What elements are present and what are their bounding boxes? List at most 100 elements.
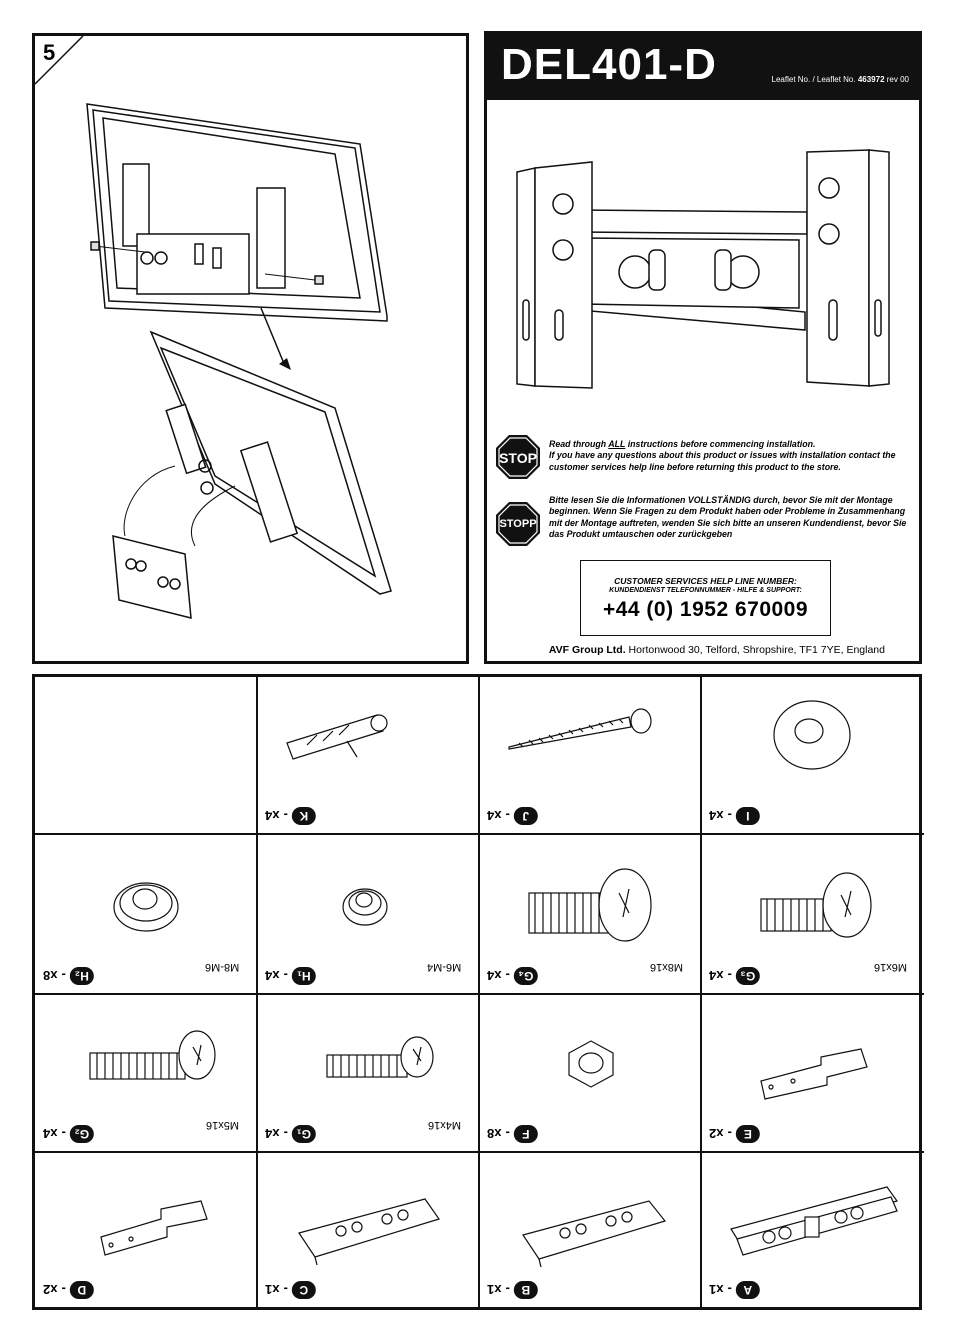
part-cell-g3: G₃-x4 M6x16	[701, 835, 924, 995]
part-letter-badge: H₂	[69, 967, 94, 985]
part-g2-drawing	[89, 1030, 216, 1080]
warning-en-all: ALL	[608, 439, 626, 449]
part-letter-badge: D	[69, 1281, 94, 1299]
warning-en-text-1: Read through	[549, 439, 609, 449]
part-spec: M8x16	[650, 961, 684, 973]
part-label: G₁-x4	[265, 1125, 316, 1143]
warning-en-text-3: If you have any questions about this pro…	[549, 450, 896, 472]
part-dash: -	[505, 808, 510, 824]
part-label: G₄-x4	[487, 967, 538, 985]
part-label: B-x1	[487, 1281, 538, 1299]
part-g3-drawing	[760, 872, 872, 938]
part-label: G₃-x4	[709, 967, 760, 985]
title-header: DEL401-D Leaflet No. / Leaflet No. 46397…	[487, 34, 919, 100]
helpline-box: CUSTOMER SERVICES HELP LINE NUMBER: KUND…	[580, 560, 831, 636]
company-address: AVF Group Ltd. Hortonwood 30, Telford, S…	[487, 644, 885, 656]
part-i-drawing	[773, 700, 851, 770]
part-cell-j: J-x4	[479, 677, 702, 835]
part-quantity: x1	[487, 1282, 502, 1298]
part-f-drawing	[568, 1040, 614, 1088]
part-letter-badge: I	[735, 807, 760, 825]
part-a-drawing	[730, 1186, 898, 1256]
stop-sign-label: STOP	[499, 450, 537, 466]
part-quantity: x4	[265, 808, 280, 824]
step-5-panel: 5	[32, 33, 469, 664]
part-cell-i: I-x4	[701, 677, 924, 835]
part-dash: -	[727, 808, 732, 824]
part-e-drawing	[760, 1048, 868, 1100]
part-label: H₁-x4	[265, 967, 316, 985]
helpline-title-en: CUSTOMER SERVICES HELP LINE NUMBER:	[614, 576, 797, 586]
part-k-drawing	[286, 714, 388, 760]
step-corner	[35, 36, 84, 85]
part-spec: M4x16	[428, 1119, 462, 1131]
warning-en-text-2: instructions before commencing installat…	[625, 439, 816, 449]
part-letter-badge: F	[513, 1125, 538, 1143]
part-letter-badge: G₃	[735, 967, 760, 985]
part-letter-badge: G₁	[291, 1125, 316, 1143]
part-dash: -	[61, 1282, 66, 1298]
leaflet-info: Leaflet No. / Leaflet No. 463972 rev 00	[772, 75, 909, 84]
part-spec: M5x16	[206, 1119, 240, 1131]
product-illustration	[516, 149, 890, 389]
part-letter-badge: H₁	[291, 967, 316, 985]
model-number: DEL401-D	[501, 40, 717, 89]
part-quantity: x8	[487, 1126, 502, 1142]
leaflet-label: Leaflet No. / Leaflet No.	[771, 75, 856, 84]
part-b-drawing	[522, 1200, 667, 1268]
part-dash: -	[505, 968, 510, 984]
stopp-sign-label: STOPP	[499, 518, 537, 530]
part-h1-drawing	[342, 888, 388, 926]
part-j-drawing	[508, 708, 652, 750]
part-label: F-x8	[487, 1125, 538, 1143]
part-cell-k: K-x4	[257, 677, 480, 835]
part-letter-badge: K	[291, 807, 316, 825]
part-cell-c: C-x1	[257, 1153, 480, 1307]
part-dash: -	[727, 1282, 732, 1298]
part-quantity: x4	[709, 968, 724, 984]
part-cell-a: A-x1	[701, 1153, 924, 1307]
company-name: AVF Group Ltd.	[548, 644, 626, 656]
part-letter-badge: G₄	[513, 967, 538, 985]
part-quantity: x4	[487, 808, 502, 824]
part-c-drawing	[298, 1198, 440, 1266]
part-label: D-x2	[43, 1281, 94, 1299]
part-label: A-x1	[709, 1281, 760, 1299]
part-label: K-x4	[265, 807, 316, 825]
part-dash: -	[61, 968, 66, 984]
part-quantity: x1	[265, 1282, 280, 1298]
part-label: G₂-x4	[43, 1125, 94, 1143]
step-number: 5	[43, 40, 56, 65]
part-letter-badge: C	[291, 1281, 316, 1299]
part-dash: -	[283, 808, 288, 824]
part-quantity: x2	[43, 1282, 58, 1298]
part-cell-d: D-x2	[35, 1153, 258, 1307]
part-letter-badge: G₂	[69, 1125, 94, 1143]
step-5-illustration	[86, 103, 392, 619]
part-cell-f: F-x8	[479, 995, 702, 1153]
part-cell-empty	[35, 677, 258, 835]
info-panel: DEL401-D Leaflet No. / Leaflet No. 46397…	[484, 31, 922, 664]
part-cell-h1: H₁-x4 M6-M4	[257, 835, 480, 995]
part-spec: M6x16	[874, 961, 908, 973]
part-letter-badge: E	[735, 1125, 760, 1143]
part-quantity: x4	[709, 808, 724, 824]
part-quantity: x1	[709, 1282, 724, 1298]
part-h2-drawing	[113, 882, 179, 932]
part-dash: -	[505, 1126, 510, 1142]
part-spec: M6-M4	[427, 961, 462, 973]
part-label: C-x1	[265, 1281, 316, 1299]
part-spec: M8-M6	[205, 961, 240, 973]
company-location: Hortonwood 30, Telford, Shropshire, TF1 …	[625, 644, 885, 656]
part-cell-g1: G₁-x4 M4x16	[257, 995, 480, 1153]
part-g4-drawing	[528, 868, 652, 942]
part-letter-badge: J	[513, 807, 538, 825]
part-letter-badge: A	[735, 1281, 760, 1299]
part-label: E-x2	[709, 1125, 760, 1143]
part-label: I-x4	[709, 807, 760, 825]
leaflet-revision: rev 00	[886, 75, 909, 84]
part-dash: -	[727, 968, 732, 984]
part-g1-drawing	[326, 1036, 434, 1078]
